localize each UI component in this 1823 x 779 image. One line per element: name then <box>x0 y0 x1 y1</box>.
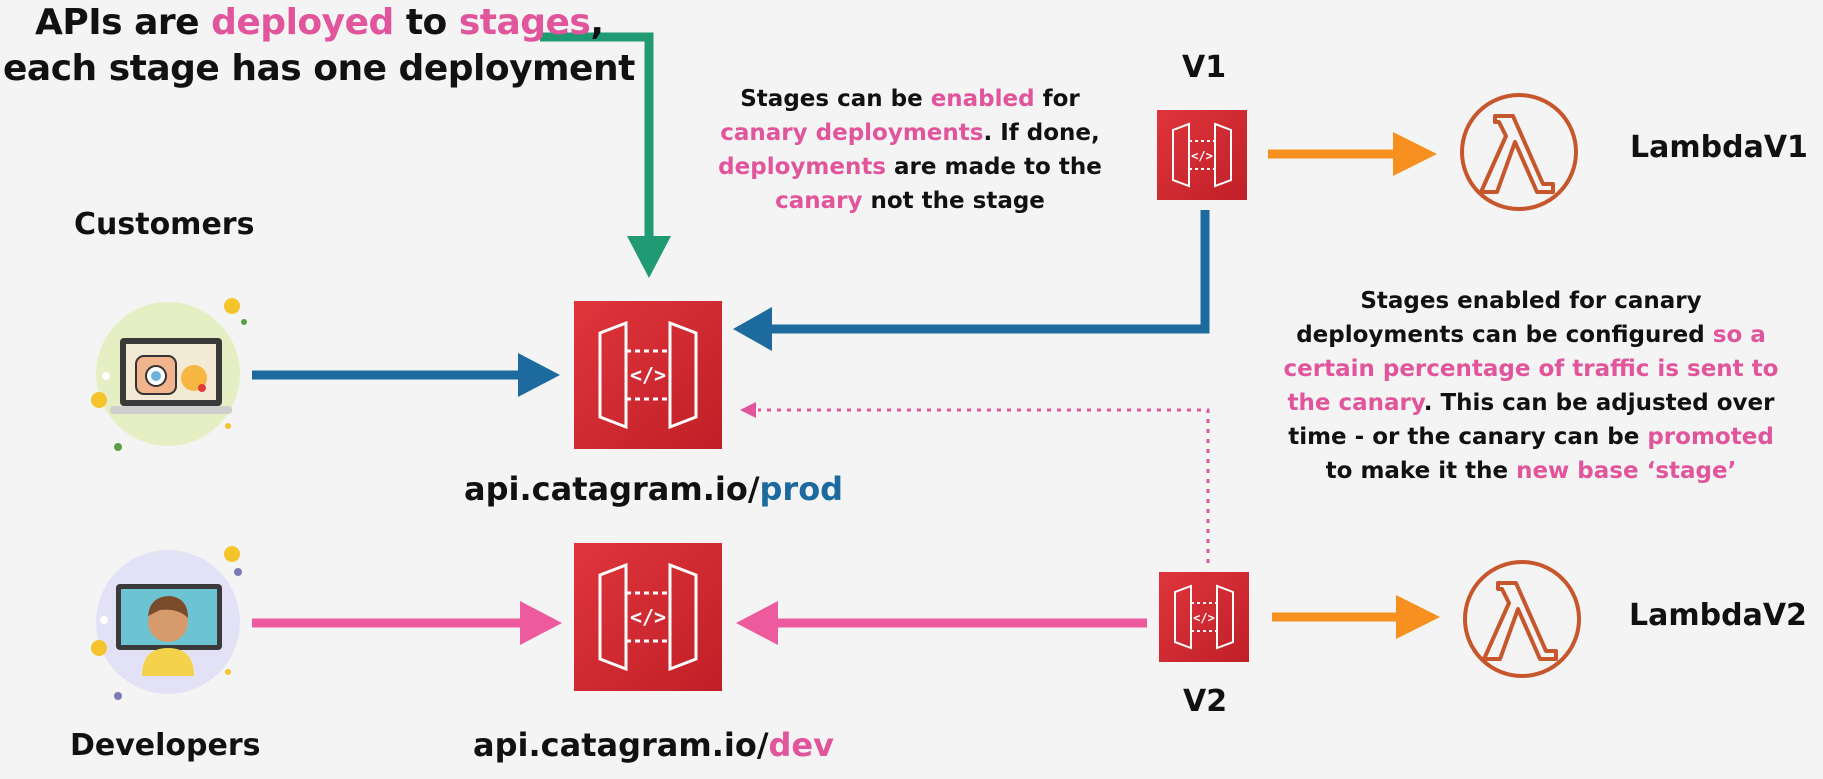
customers-label: Customers <box>74 207 255 242</box>
lambda-v2-label: LambdaV2 <box>1629 598 1807 633</box>
green-deploy-arrow <box>540 32 671 278</box>
developers-to-dev-arrow <box>252 601 562 645</box>
customers-laptop-icon <box>91 298 247 451</box>
v2-to-lambda-arrow <box>1272 595 1440 639</box>
dev-api-gateway-icon: </> <box>574 543 722 691</box>
svg-text:</>: </> <box>630 363 666 387</box>
prod-api-gateway-icon: </> <box>574 301 722 449</box>
prod-endpoint-label: api.catagram.io/prod <box>464 470 844 508</box>
customers-to-prod-arrow <box>252 353 560 397</box>
canary-traffic-dotted-arrow <box>740 402 1210 563</box>
svg-text:</>: </> <box>1191 149 1213 163</box>
v1-to-prod-arrow <box>733 210 1210 351</box>
v2-label: V2 <box>1183 684 1228 719</box>
lambda-v1-label: LambdaV1 <box>1630 130 1808 165</box>
v2-deployment-icon: </> <box>1159 572 1249 662</box>
title-line-1: APIs are deployed to stages, <box>35 2 604 43</box>
v2-to-dev-arrow <box>736 601 1147 645</box>
v1-label: V1 <box>1182 50 1227 85</box>
lambda-v2-icon <box>1463 560 1581 678</box>
canary-note: Stages can be enabled for canary deploym… <box>718 86 1102 214</box>
developers-label: Developers <box>70 728 261 763</box>
svg-text:</>: </> <box>1193 611 1215 625</box>
traffic-split-note: Stages enabled for canary deployments ca… <box>1283 288 1779 484</box>
developers-monitor-icon <box>91 546 242 700</box>
v1-deployment-icon: </> <box>1157 110 1247 200</box>
dev-endpoint-label: api.catagram.io/dev <box>473 726 834 764</box>
svg-text:</>: </> <box>630 605 666 629</box>
v1-to-lambda-arrow <box>1268 132 1437 176</box>
lambda-v1-icon <box>1460 93 1578 211</box>
title-line-2: each stage has one deployment <box>3 48 635 89</box>
